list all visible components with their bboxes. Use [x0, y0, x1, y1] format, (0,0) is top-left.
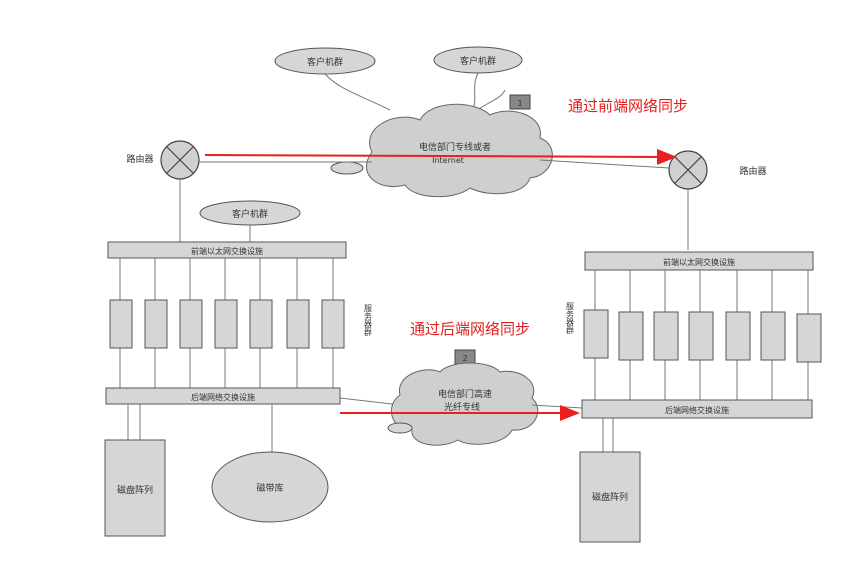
disk-array-left-label: 磁盘阵列 [117, 484, 153, 496]
back-link-right [531, 404, 583, 409]
front-switch-right: 前端以太网交换设施 [584, 251, 814, 271]
cloud-fiber-line2: 光纤专线 [444, 401, 480, 413]
cloud-fiber: 电信部门高速 光纤专线 [391, 362, 539, 446]
disk-array-left: 磁盘阵列 [104, 404, 166, 537]
server-group-left-label: 服务器群 [364, 304, 373, 337]
front-sync-label: 通过前端网络同步 [568, 97, 688, 115]
server-left-3 [179, 299, 203, 349]
client-cluster-mid-label: 客户机群 [232, 208, 268, 220]
back-switch-left: 后端网络交换设施 [105, 387, 341, 405]
client-cluster-top-left-label: 客户机群 [307, 56, 343, 68]
front-switch-right-label: 前端以太网交换设施 [663, 257, 735, 267]
server-left-4 [214, 299, 238, 349]
front-switch-left: 前端以太网交换设施 [107, 241, 347, 259]
disk-array-right: 磁盘阵列 [579, 418, 641, 543]
cloud-internet-line1: 电信部门专线或者 [419, 141, 491, 153]
server-left-5 [249, 299, 273, 349]
router-right-label: 路由器 [739, 165, 766, 177]
cloud-internet-line2: Internet [432, 156, 464, 165]
cloud-fiber-small-node [387, 422, 413, 434]
cloud-fiber-line1: 电信部门高速 [438, 388, 492, 400]
marker-2-label: 2 [462, 354, 467, 363]
client-cluster-top-right: 客户机群 [433, 46, 523, 74]
server-left-2 [144, 299, 168, 349]
server-right-6 [760, 311, 786, 361]
router-right-link [539, 159, 670, 169]
marker-2: 2 [454, 349, 476, 365]
client-link-left [324, 73, 391, 111]
server-left-1 [109, 299, 133, 349]
front-sync-arrow [204, 148, 677, 165]
server-group-right-label: 服务器群 [566, 302, 575, 335]
client-cluster-top-left: 客户机群 [274, 47, 376, 75]
marker-1: 1 [509, 94, 531, 110]
server-right-3 [653, 311, 679, 361]
server-left-6 [286, 299, 310, 349]
back-link-left [339, 397, 401, 406]
cloud-internet-small-node [330, 161, 364, 175]
marker-1-label: 1 [517, 99, 522, 108]
front-switch-left-label: 前端以太网交换设施 [191, 246, 263, 256]
server-right-1 [583, 309, 609, 359]
back-switch-right: 后端网络交换设施 [581, 399, 813, 419]
tape-library: 磁带库 [211, 404, 329, 523]
tape-library-label: 磁带库 [256, 482, 283, 494]
server-group-right: 服务器群 [566, 270, 822, 400]
disk-array-right-label: 磁盘阵列 [592, 491, 628, 503]
server-right-5 [725, 311, 751, 361]
server-right-4 [688, 311, 714, 361]
server-group-left: 服务器群 [109, 258, 373, 388]
cloud-internet: 电信部门专线或者 Internet [366, 103, 553, 198]
router-left: 路由器 [126, 140, 200, 180]
client-cluster-top-right-label: 客户机群 [460, 55, 496, 67]
router-right: 路由器 [668, 150, 767, 190]
router-left-label: 路由器 [126, 153, 153, 165]
server-left-7 [321, 299, 345, 349]
client-cluster-mid: 客户机群 [199, 200, 301, 226]
server-right-2 [618, 311, 644, 361]
back-sync-label: 通过后端网络同步 [410, 320, 530, 338]
back-switch-right-label: 后端网络交换设施 [665, 405, 729, 415]
back-switch-left-label: 后端网络交换设施 [191, 392, 255, 402]
server-right-7 [796, 313, 822, 363]
